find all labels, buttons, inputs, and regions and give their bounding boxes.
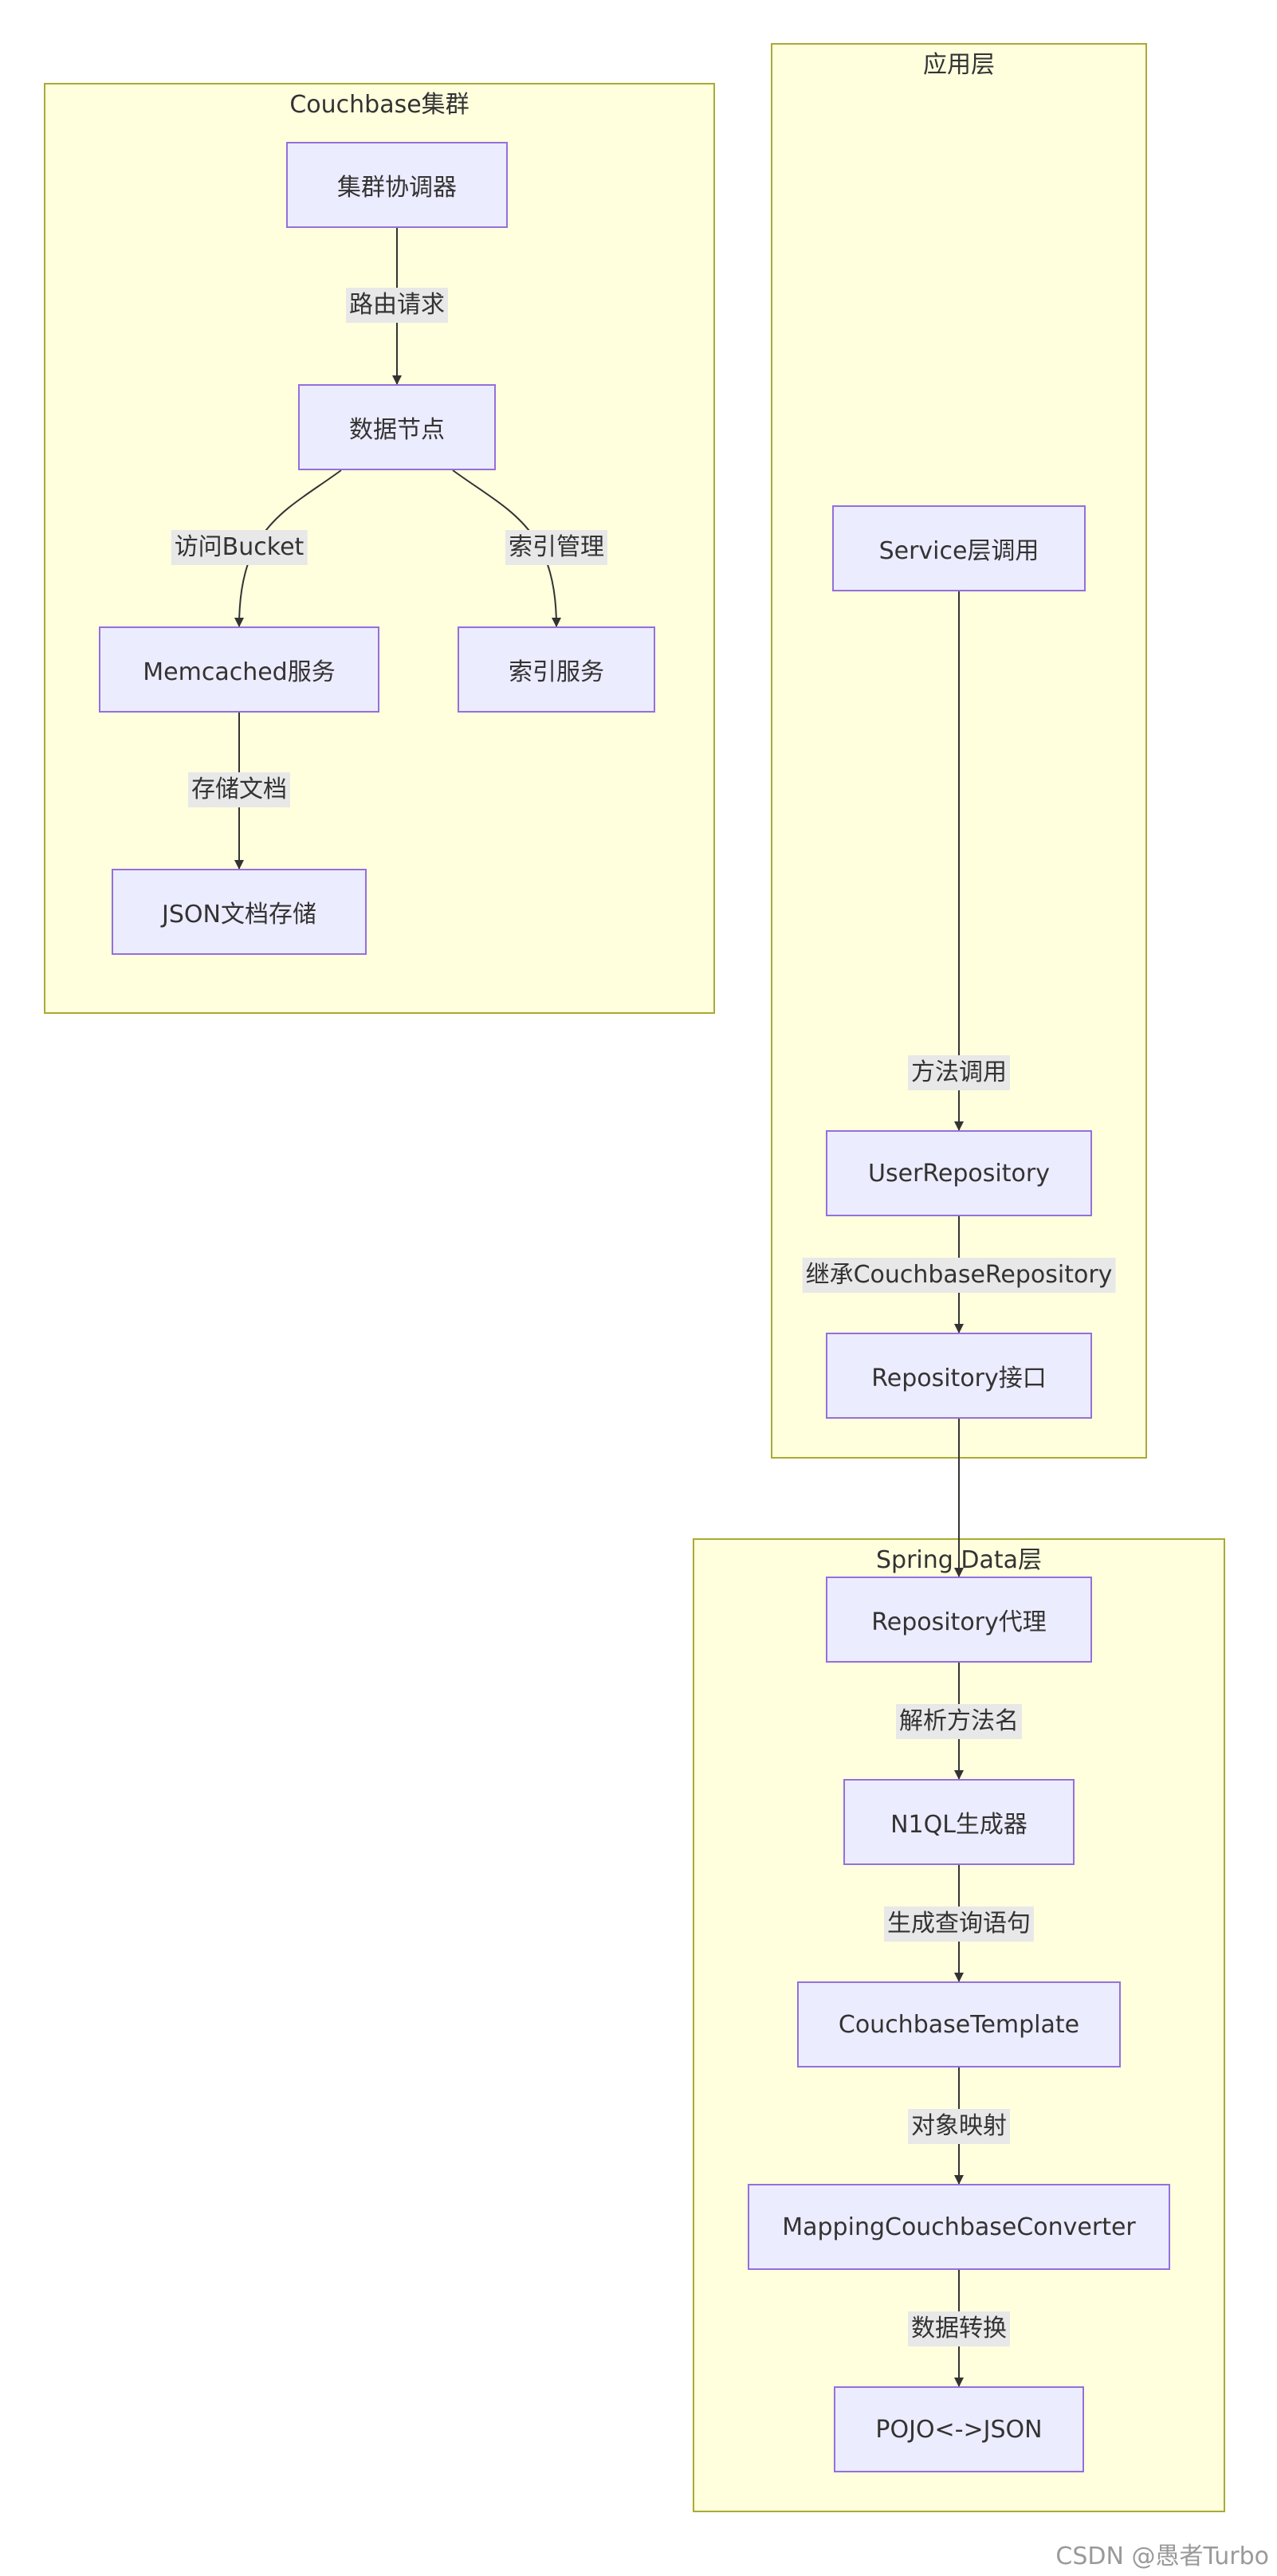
node-repository-interface: Repository接口: [826, 1333, 1092, 1419]
edge-label-store-doc: 存储文档: [188, 772, 290, 807]
node-cluster-coordinator: 集群协调器: [286, 142, 508, 228]
node-pojo-json: POJO<->JSON: [834, 2386, 1084, 2472]
node-json-storage: JSON文档存储: [112, 869, 367, 955]
edge-datanode-index: [452, 469, 561, 627]
edge-label-index-mgmt: 索引管理: [505, 530, 607, 565]
edge-label-obj-map: 对象映射: [908, 2109, 1010, 2144]
cluster-title-app: 应用层: [923, 51, 995, 79]
node-repository-proxy: Repository代理: [826, 1577, 1092, 1663]
edge-label-gen-query: 生成查询语句: [884, 1906, 1034, 1942]
node-service-call: Service层调用: [832, 505, 1086, 591]
watermark: CSDN @愚者Turbo: [1055, 2543, 1269, 2570]
edge-label-convert: 数据转换: [908, 2311, 1010, 2346]
cluster-title-couchbase: Couchbase集群: [289, 91, 470, 119]
edge-label-method-call: 方法调用: [908, 1055, 1010, 1090]
edge-label-bucket: 访问Bucket: [171, 530, 308, 565]
node-couchbase-template: CouchbaseTemplate: [797, 1981, 1121, 2067]
edge-label-parse: 解析方法名: [896, 1704, 1022, 1739]
node-mapping-converter: MappingCouchbaseConverter: [748, 2184, 1170, 2270]
node-n1ql-generator: N1QL生成器: [843, 1779, 1075, 1865]
node-index-service: 索引服务: [458, 626, 655, 713]
node-data-node: 数据节点: [298, 384, 496, 470]
edge-datanode-memcached: [234, 469, 342, 627]
node-user-repository: UserRepository: [826, 1130, 1092, 1216]
edge-label-inherit: 继承CouchbaseRepository: [802, 1258, 1116, 1293]
edge-label-route: 路由请求: [346, 288, 448, 323]
node-memcached-service: Memcached服务: [99, 626, 379, 713]
